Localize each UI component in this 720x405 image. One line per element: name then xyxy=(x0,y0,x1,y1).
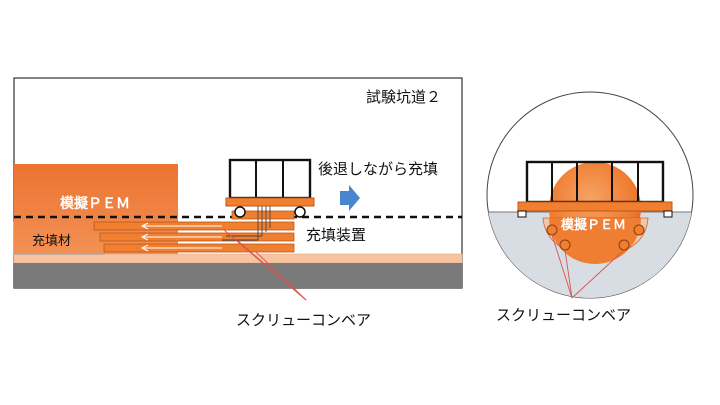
screw-conveyor-bar xyxy=(231,210,295,220)
conveyor-circle-icon xyxy=(546,224,558,236)
conveyor-annotation-lines xyxy=(223,229,307,301)
right-cart-foot xyxy=(517,210,527,218)
conveyor-circle-icon xyxy=(633,224,645,236)
filling-device-label: 充填装置 xyxy=(306,226,366,244)
direction-label: 後退しながら充填 xyxy=(318,160,438,178)
pem-label: 模擬ＰＥＭ xyxy=(60,195,130,212)
conveyor-circle-icon xyxy=(618,239,630,251)
floor-rail-layer xyxy=(14,263,462,288)
device-cart-box xyxy=(228,158,312,200)
right-pem-label: 模擬ＰＥＭ xyxy=(561,217,626,233)
right-cart-base xyxy=(517,201,673,212)
flow-arrows xyxy=(140,222,222,252)
wheel-icon xyxy=(294,206,306,218)
pem-lower-half xyxy=(549,218,641,264)
wheel-icon xyxy=(234,206,246,218)
right-annotation-lines xyxy=(551,234,625,299)
right-conveyor-label: スクリューコンベア xyxy=(496,306,631,324)
left-panel: 試験坑道２ 模擬ＰＥＭ 充填材 後退しながら充填 充填装置 スクリューコンベア xyxy=(13,77,463,329)
right-panel: 模擬ＰＥＭ スクリューコンベア xyxy=(486,91,694,324)
conveyor-circle-icon xyxy=(559,239,571,251)
fill-material-label: 充填材 xyxy=(32,233,71,249)
right-cart-foot xyxy=(663,210,673,218)
device-cart-base xyxy=(225,197,315,207)
screw-conveyor-label: スクリューコンベア xyxy=(236,311,371,329)
tunnel-label: 試験坑道２ xyxy=(366,88,441,106)
direction-arrow-icon xyxy=(340,185,360,211)
floor-light-layer xyxy=(13,253,463,264)
